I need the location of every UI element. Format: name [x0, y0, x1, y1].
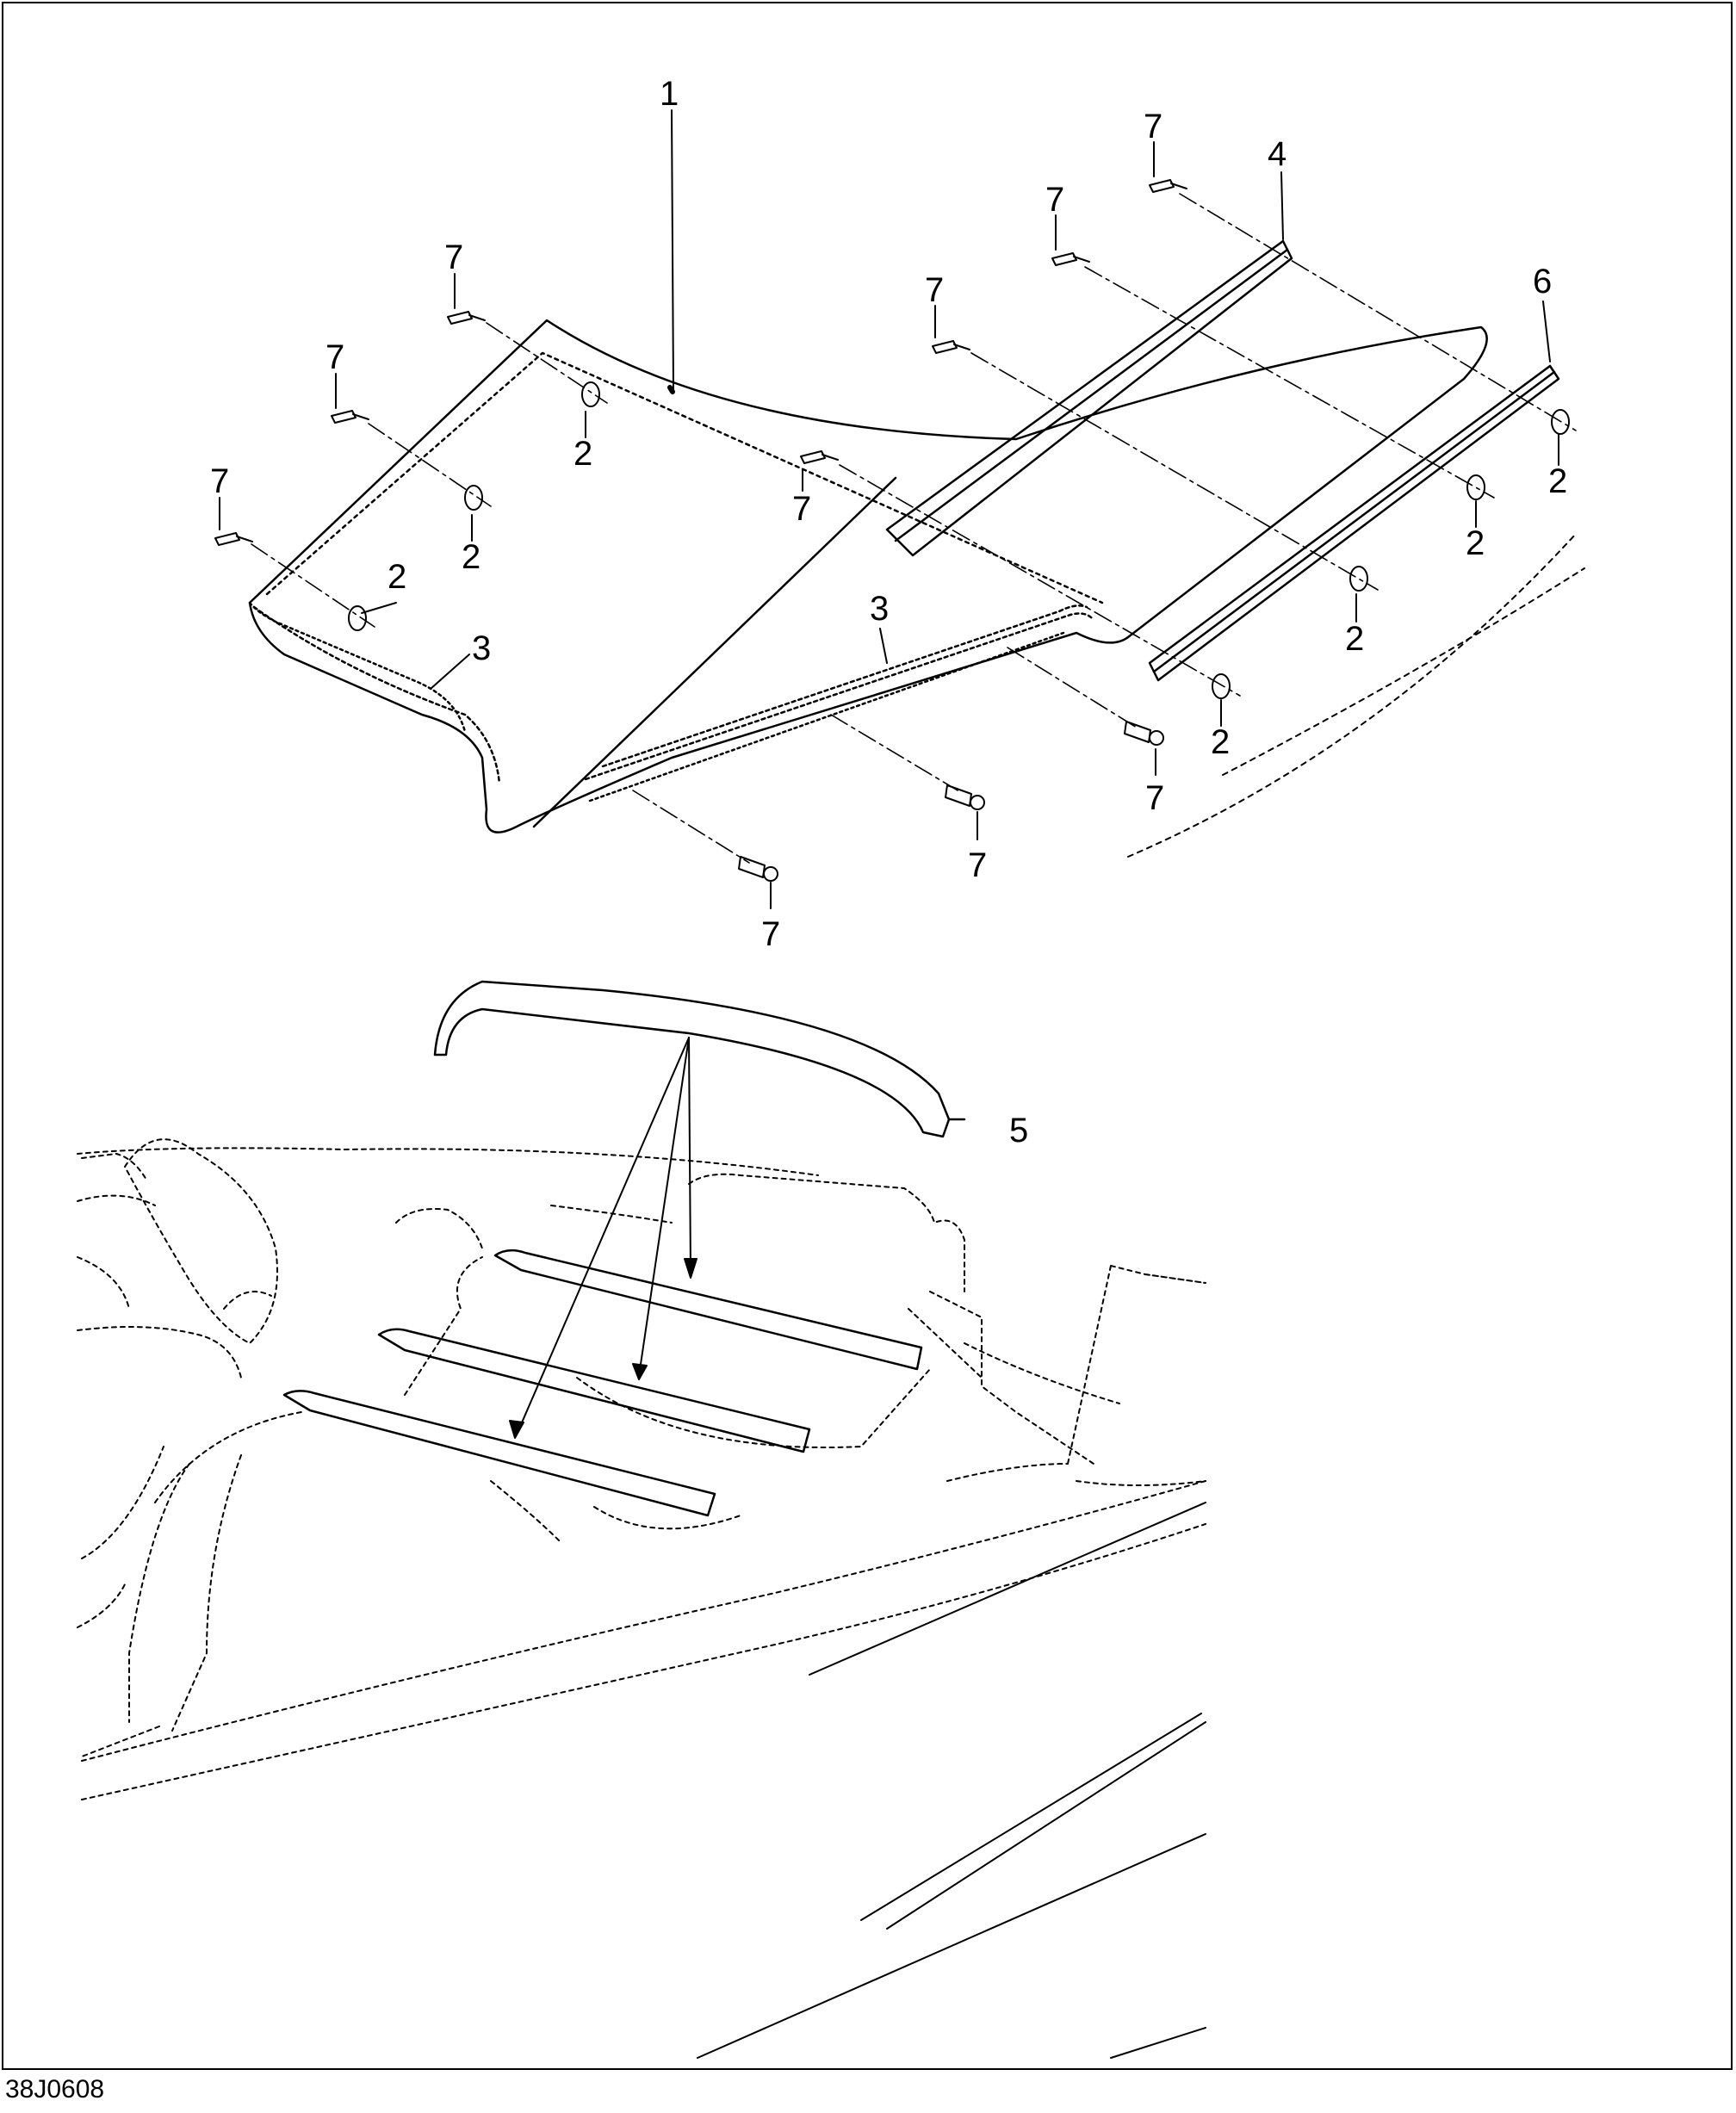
callout-part-2: 2: [462, 538, 480, 576]
figure-code: 38J0608: [5, 2075, 105, 2104]
callout-part-4: 4: [1268, 135, 1286, 173]
trim-strip-6: [1148, 364, 1560, 682]
edge-molding-3: [252, 604, 1088, 785]
callout-part-7: 7: [925, 271, 944, 309]
callout-part-2: 2: [388, 558, 406, 596]
callout-part-2: 2: [1466, 524, 1485, 562]
callout-part-6: 6: [1533, 263, 1552, 301]
pointer-arrows: [509, 1037, 698, 1439]
diagram-frame: [2, 2, 1733, 2070]
callout-part-7: 7: [326, 338, 344, 376]
padding-5: [433, 980, 966, 1138]
callout-part-2: 2: [1211, 723, 1230, 761]
callout-part-2: 2: [1548, 462, 1567, 500]
callout-part-7: 7: [1145, 779, 1164, 817]
callout-leaders: [219, 109, 1559, 909]
callout-part-7: 7: [1045, 181, 1064, 219]
washers-2: [348, 381, 1570, 699]
callout-part-5: 5: [1009, 1112, 1028, 1149]
hull-outline-lower: [77, 1138, 1206, 1800]
callout-part-7: 7: [968, 846, 987, 884]
callout-part-7: 7: [761, 915, 780, 953]
callout-part-1: 1: [660, 75, 679, 113]
callout-part-2: 2: [574, 435, 592, 473]
trim-strip-4: [885, 239, 1293, 557]
callout-part-7: 7: [792, 490, 811, 528]
deck-panel: [248, 319, 1488, 833]
callout-part-7: 7: [1144, 108, 1162, 146]
callout-labels: 1 2 2 2 2 2 2 2 3 3 4 5 6 7 7 7 7 7 7 7 …: [210, 75, 1567, 1149]
hull-outline-upper: [1127, 533, 1585, 858]
callout-part-7: 7: [210, 462, 229, 500]
screws-7: [214, 179, 1187, 882]
padding-slats: [282, 1249, 923, 1517]
fastener-axes: [251, 193, 1577, 864]
callout-part-2: 2: [1345, 620, 1364, 658]
callout-part-3: 3: [472, 629, 491, 667]
callout-part-3: 3: [870, 590, 889, 628]
callout-part-7: 7: [444, 239, 463, 276]
hull-solid-lines: [697, 1502, 1206, 2059]
